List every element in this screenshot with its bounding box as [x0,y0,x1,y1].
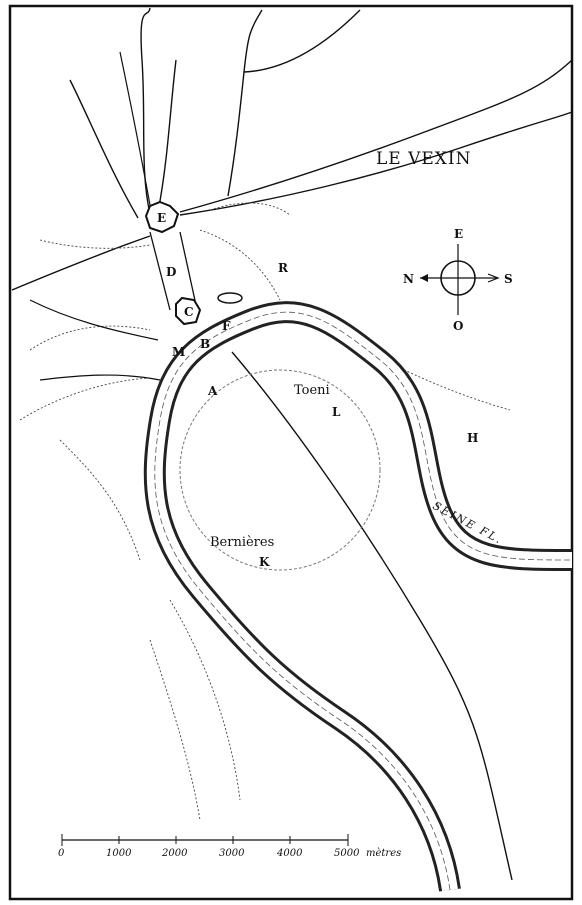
marker-B: B [200,337,210,351]
compass-label-east: E [454,227,463,241]
valley-gambon [149,231,197,311]
compass-label-south: S [504,272,513,286]
river-seine [143,301,573,892]
marker-D: D [166,265,176,279]
island-fort [217,292,243,304]
scale-bar [61,834,349,846]
compass-label-north: N [403,272,414,286]
fortress-C [175,296,202,326]
roads [11,7,573,881]
map-frame [8,4,574,901]
contour-lines [19,202,511,821]
marker-F: F [222,319,231,333]
siege-circle [179,369,381,571]
scale-unit: mètres [366,848,401,859]
fortress-E [144,200,180,234]
marker-A: A [207,384,218,398]
map-title: LE VEXIN [376,149,471,169]
marker-L: L [332,405,341,419]
marker-E: E [157,211,166,225]
marker-R: R [278,261,289,275]
compass-rose [420,244,500,315]
scale-tick-2000: 2000 [161,848,188,859]
place-bernieres: Bernières [210,535,274,550]
compass-label-west: O [453,319,463,333]
scale-tick-4000: 4000 [276,848,303,859]
place-toeni: Toeni [294,383,330,398]
scale-tick-5000: 5000 [334,848,360,859]
marker-C: C [184,305,194,319]
scale-tick-1000: 1000 [106,848,132,859]
scale-tick-3000: 3000 [219,848,245,859]
scale-labels: 0 1000 2000 3000 4000 5000 mètres [58,848,401,859]
marker-K: K [259,555,270,569]
scale-tick-0: 0 [58,848,65,859]
streams [29,51,161,381]
marker-M: M [172,345,185,359]
marker-H: H [467,431,478,445]
